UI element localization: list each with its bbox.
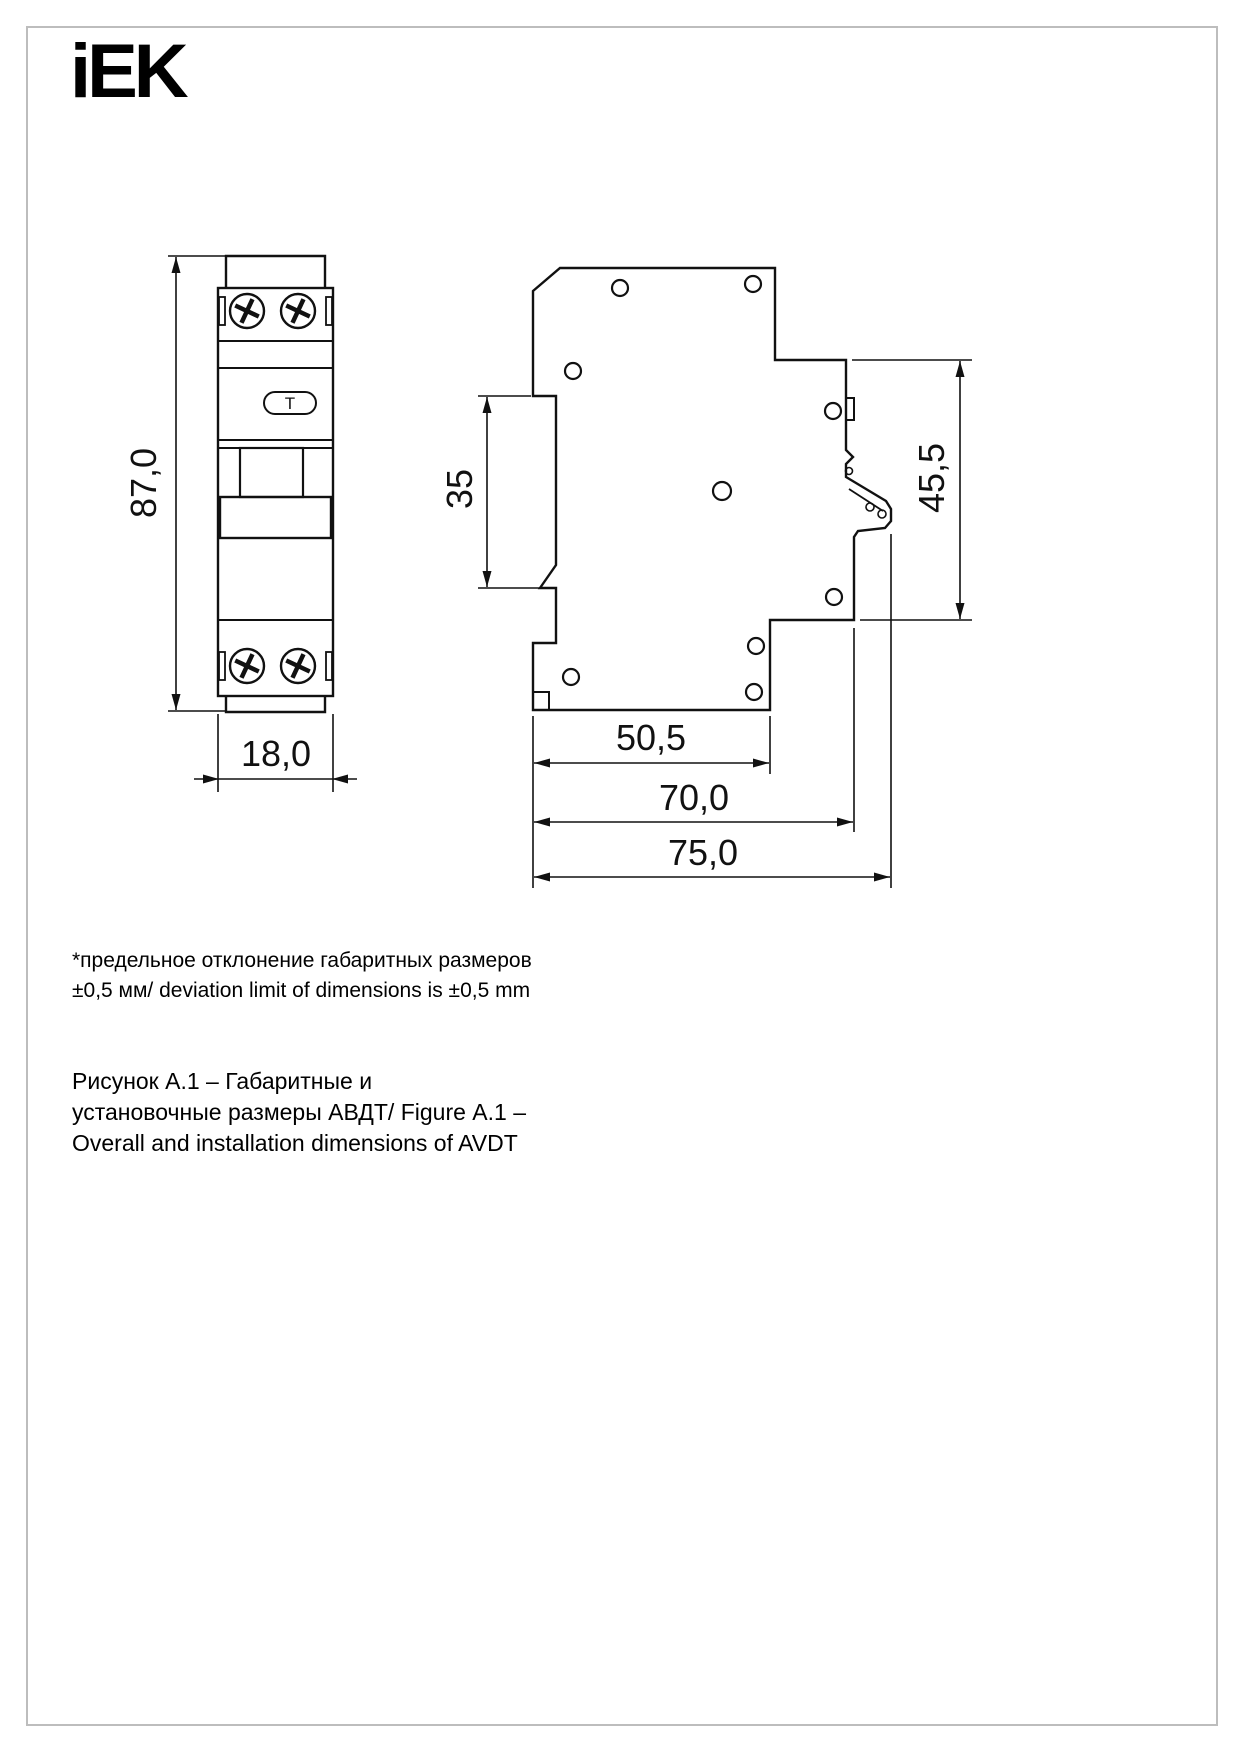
rivet-hole — [563, 361, 583, 381]
front-height-dim-label: 87,0 — [123, 448, 164, 518]
front-view — [216, 254, 335, 714]
latch-hole — [877, 509, 887, 519]
rivet-hole — [823, 401, 843, 421]
side-outline — [531, 266, 893, 712]
terminal-screw — [228, 647, 266, 685]
side-bottom-step — [533, 691, 550, 710]
arrowhead — [837, 817, 853, 827]
arrowhead — [874, 872, 890, 882]
rivet-hole — [610, 278, 630, 298]
terminal-screw — [279, 647, 317, 685]
terminal-slot-mark — [325, 296, 333, 326]
dimension-lines — [168, 255, 972, 888]
arrowhead — [332, 774, 348, 784]
deviation-note-line1: *предельное отклонение габаритных размер… — [72, 949, 532, 972]
dimension-labels: 87,0 18,0 35 45,5 50,5 70,0 75,0 — [123, 443, 952, 873]
terminal-slot-mark — [218, 651, 226, 681]
iek-logo: iEK — [70, 29, 189, 114]
arrowhead — [534, 758, 550, 768]
test-button-label: Т — [285, 394, 295, 413]
arrowhead — [955, 361, 965, 377]
side-rail-height-dim-label: 45,5 — [911, 443, 952, 513]
front-bottom-cap — [224, 696, 327, 714]
rivet-hole — [746, 636, 766, 656]
arrowhead — [482, 571, 492, 587]
arrowhead — [203, 774, 219, 784]
toggle-slot — [238, 446, 305, 499]
arrowhead — [171, 257, 181, 273]
arrowhead — [534, 872, 550, 882]
rivet-hole — [711, 480, 733, 502]
deviation-note: *предельное отклонение габаритных размер… — [72, 946, 532, 1006]
side-depth-total-dim-label: 75,0 — [668, 832, 738, 873]
side-depth-inner-dim-label: 50,5 — [616, 717, 686, 758]
arrowhead — [171, 694, 181, 710]
assembly-rivets — [561, 274, 844, 702]
rail-stop-tab — [845, 397, 855, 421]
figure-caption-line2: установочные размеры АВДТ/ Figure А.1 – — [72, 1099, 527, 1125]
terminal-slot-mark — [218, 296, 226, 326]
side-front-height-dim-label: 35 — [439, 469, 480, 509]
arrowhead — [753, 758, 769, 768]
front-width-dim-label: 18,0 — [241, 733, 311, 774]
rivet-hole — [824, 587, 844, 607]
rivet-hole — [743, 274, 763, 294]
front-body-outline — [216, 286, 335, 698]
din-latch-detail — [844, 466, 887, 519]
arrowhead — [534, 817, 550, 827]
side-depth-body-dim-label: 70,0 — [659, 777, 729, 818]
arrowhead — [955, 603, 965, 619]
latch-hole — [865, 502, 875, 512]
latch-hole — [844, 466, 854, 476]
front-top-cap — [224, 254, 327, 288]
deviation-note-line2: ±0,5 мм/ deviation limit of dimensions i… — [72, 979, 531, 1002]
figure-caption-line3: Overall and installation dimensions of A… — [72, 1130, 518, 1156]
latch-inner-line — [848, 488, 884, 512]
figure-caption-line1: Рисунок А.1 – Габаритные и — [72, 1068, 373, 1094]
rivet-hole — [744, 682, 764, 702]
arrowhead — [482, 397, 492, 413]
rivet-hole — [561, 667, 581, 687]
side-view — [531, 266, 893, 712]
terminal-screw — [228, 292, 266, 330]
test-button — [263, 391, 317, 415]
terminal-screw — [279, 292, 317, 330]
figure-caption: Рисунок А.1 – Габаритные и установочные … — [72, 1066, 526, 1159]
dimension-arrows — [171, 257, 965, 882]
toggle-handle — [218, 495, 333, 540]
terminal-slot-mark — [325, 651, 333, 681]
